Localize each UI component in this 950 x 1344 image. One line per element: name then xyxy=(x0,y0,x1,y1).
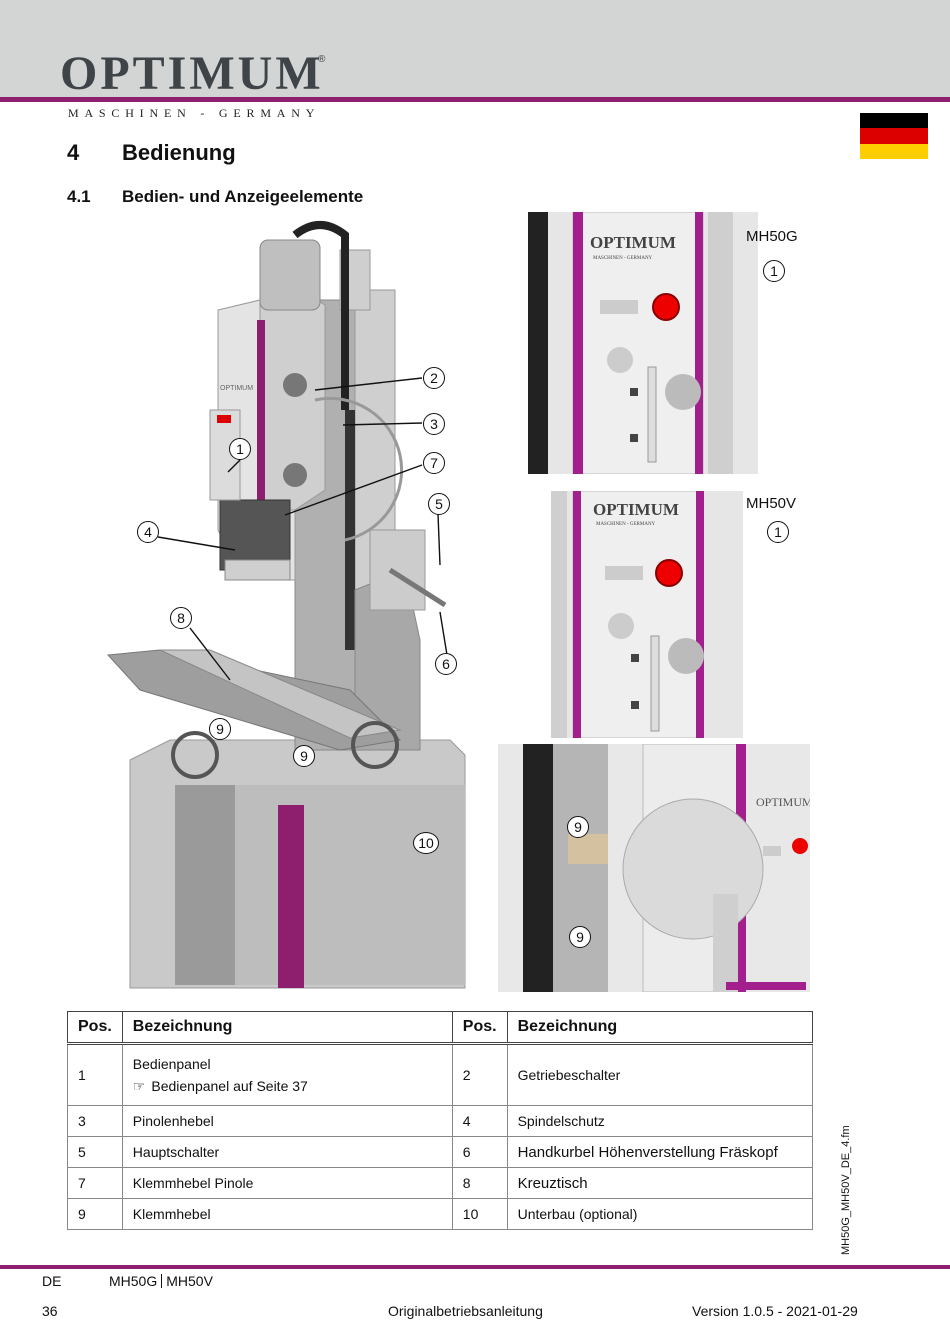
section-title: Bedienung xyxy=(122,140,236,165)
name-text: Bedienpanel xyxy=(132,1055,211,1072)
pos-cell: 10 xyxy=(451,1198,508,1230)
document-version: Version 1.0.5 - 2021-01-29 xyxy=(692,1303,858,1319)
pos-cell: 3 xyxy=(67,1105,123,1137)
page-number: 36 xyxy=(42,1303,58,1319)
panel-v-brand: OPTIMUM xyxy=(593,500,679,519)
header-band xyxy=(0,0,950,100)
panel-g-brand: OPTIMUM xyxy=(590,233,676,252)
brand-logo: OPTIMUM xyxy=(60,47,324,100)
name-cell: Getriebeschalter xyxy=(506,1043,814,1106)
machine-illustration: OPTIMUM xyxy=(106,221,466,989)
callout-8: 8 xyxy=(170,607,192,629)
table-header-row: Pos. Bezeichnung Pos. Bezeichnung xyxy=(67,1011,814,1045)
table-row: 1 Bedienpanel ☞Bedienpanel auf Seite 37 … xyxy=(67,1043,814,1106)
pos-cell: 7 xyxy=(67,1167,123,1199)
panel-v-brand-sub: MASCHINEN - GERMANY xyxy=(596,522,656,527)
model-label-mh50v: MH50V xyxy=(746,495,797,512)
subsection-title: Bedien- und Anzeigeelemente xyxy=(122,187,364,206)
header-name-2: Bezeichnung xyxy=(506,1011,814,1045)
table-row: 9 Klemmhebel 10 Unterbau (optional) xyxy=(67,1198,814,1230)
footer-divider xyxy=(0,1265,950,1269)
callout-9b: 9 xyxy=(293,745,315,767)
callout-panel-v-1: 1 xyxy=(767,521,789,543)
callout-5: 5 xyxy=(428,493,450,515)
header-divider xyxy=(0,97,950,102)
name-cell: Bedienpanel ☞ Bedienpanel auf Seite 37 xyxy=(121,1043,453,1106)
pos-cell: 1 xyxy=(67,1043,123,1106)
panel-g-brand-sub: MASCHINEN - GERMANY xyxy=(593,256,653,261)
german-flag-icon xyxy=(860,113,928,159)
side-brand: OPTIMUM xyxy=(756,795,810,809)
name-cell: Klemmhebel xyxy=(121,1198,453,1230)
callout-side-9a: 9 xyxy=(567,816,589,838)
footer-models: MH50G MH50V xyxy=(109,1273,213,1289)
pos-cell: 8 xyxy=(451,1167,508,1199)
name-cell: Pinolenhebel xyxy=(121,1105,453,1137)
pos-cell: 9 xyxy=(67,1198,123,1230)
name-cell: Klemmhebel Pinole xyxy=(121,1167,453,1199)
pos-cell: 4 xyxy=(451,1105,508,1137)
head-brand: OPTIMUM xyxy=(220,385,253,392)
callout-2: 2 xyxy=(423,367,445,389)
subsection-number: 4.1 xyxy=(67,187,91,206)
logo-registered-mark: ® xyxy=(318,54,326,65)
pointing-hand-icon: ☞ xyxy=(132,1077,146,1094)
table-row: 5 Hauptschalter 6 Handkurbel Höhenverste… xyxy=(67,1136,814,1168)
footer-model-b: MH50V xyxy=(166,1273,213,1289)
callout-1: 1 xyxy=(229,438,251,460)
file-name-label: MH50G_MH50V_DE_4.fm xyxy=(840,1125,852,1255)
pos-cell: 2 xyxy=(451,1043,508,1106)
panel-mh50v-illustration: OPTIMUM MASCHINEN - GERMANY xyxy=(551,491,743,738)
callout-3: 3 xyxy=(423,413,445,435)
name-cell: Kreuztisch xyxy=(506,1167,814,1199)
parts-table: Pos. Bezeichnung Pos. Bezeichnung 1 Bedi… xyxy=(67,1011,814,1230)
name-cell: Spindelschutz xyxy=(506,1105,814,1137)
callout-9a: 9 xyxy=(209,718,231,740)
model-label-mh50g: MH50G xyxy=(746,228,798,245)
name-cell: Unterbau (optional) xyxy=(506,1198,814,1230)
section-number: 4 xyxy=(67,140,80,165)
callout-7: 7 xyxy=(423,452,445,474)
callout-10: 10 xyxy=(413,832,439,854)
footer-model-separator xyxy=(161,1274,163,1288)
side-view-illustration: OPTIMUM xyxy=(498,744,810,992)
footer-language: DE xyxy=(42,1273,62,1289)
header-name-1: Bezeichnung xyxy=(121,1011,453,1045)
footer-model-a: MH50G xyxy=(109,1273,158,1289)
pos-cell: 6 xyxy=(451,1136,508,1168)
name-cell: Hauptschalter xyxy=(121,1136,453,1168)
callout-6: 6 xyxy=(435,653,457,675)
callout-side-9b: 9 xyxy=(569,926,591,948)
header-pos-1: Pos. xyxy=(67,1011,123,1045)
brand-tagline: MASCHINEN - GERMANY xyxy=(68,106,321,120)
page-reference[interactable]: ☞ Bedienpanel auf Seite 37 xyxy=(133,1078,442,1095)
page-reference-text: Bedienpanel auf Seite 37 xyxy=(151,1077,308,1094)
table-row: 3 Pinolenhebel 4 Spindelschutz xyxy=(67,1105,814,1137)
callout-panel-g-1: 1 xyxy=(763,260,785,282)
document-type: Originalbetriebsanleitung xyxy=(388,1303,543,1319)
pos-cell: 5 xyxy=(67,1136,123,1168)
name-cell: Handkurbel Höhenverstellung Fräskopf xyxy=(506,1136,814,1168)
table-row: 7 Klemmhebel Pinole 8 Kreuztisch xyxy=(67,1167,814,1199)
header-pos-2: Pos. xyxy=(451,1011,508,1045)
callout-4: 4 xyxy=(137,521,159,543)
panel-mh50g-illustration: OPTIMUM MASCHINEN - GERMANY xyxy=(528,212,758,474)
